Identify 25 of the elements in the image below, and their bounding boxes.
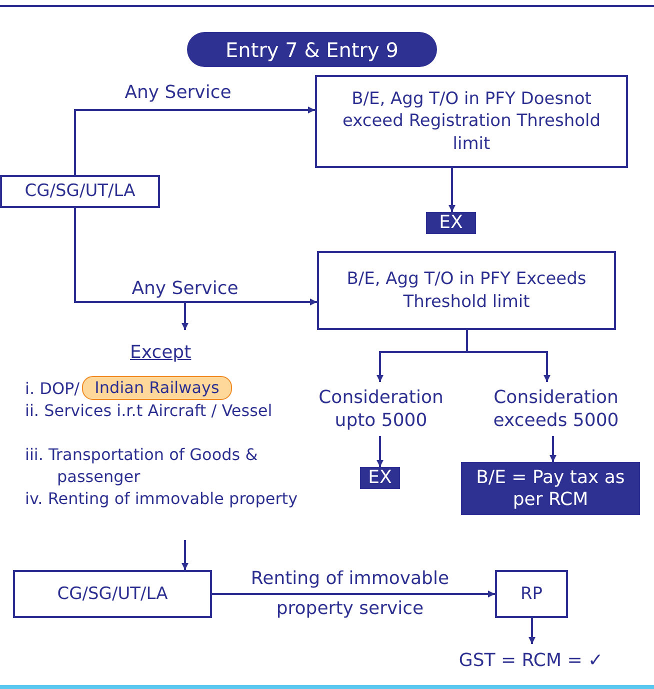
connector-arrow (528, 618, 536, 644)
result-box: B/E = Pay tax as per RCM (461, 462, 640, 515)
edge-label: Renting of immovable property service (250, 567, 450, 621)
condition-text: Consideration upto 5000 (306, 382, 456, 436)
connector-arrow (212, 590, 495, 598)
result-tag: EX (426, 212, 476, 234)
connector-arrow (550, 436, 556, 462)
highlight-pill: Indian Railways (82, 376, 232, 400)
process-box: RP (495, 570, 568, 618)
condition-text: Consideration exceeds 5000 (476, 382, 636, 436)
process-box: B/E, Agg T/O in PFY Doesnot exceed Registration Threshold limit (315, 75, 628, 168)
list-item: iv. Renting of immovable property (25, 488, 299, 510)
result-text: GST = RCM = ✓ (446, 644, 616, 678)
connector-arrow (466, 330, 550, 382)
connector-arrow (448, 168, 456, 212)
list-item: ii. Services i.r.t Aircraft / Vessel (25, 400, 274, 422)
result-tag: EX (360, 467, 400, 489)
list-heading: Except (130, 342, 192, 364)
connector-arrow (74, 106, 315, 175)
process-box: CG/SG/UT/LA (13, 570, 212, 618)
connector-arrow (182, 540, 188, 570)
process-box: CG/SG/UT/LA (0, 175, 160, 208)
process-box: B/E, Agg T/O in PFY Exceeds Threshold limit (317, 251, 616, 330)
title-pill: Entry 7 & Entry 9 (187, 32, 437, 67)
connector-arrow (376, 436, 384, 467)
